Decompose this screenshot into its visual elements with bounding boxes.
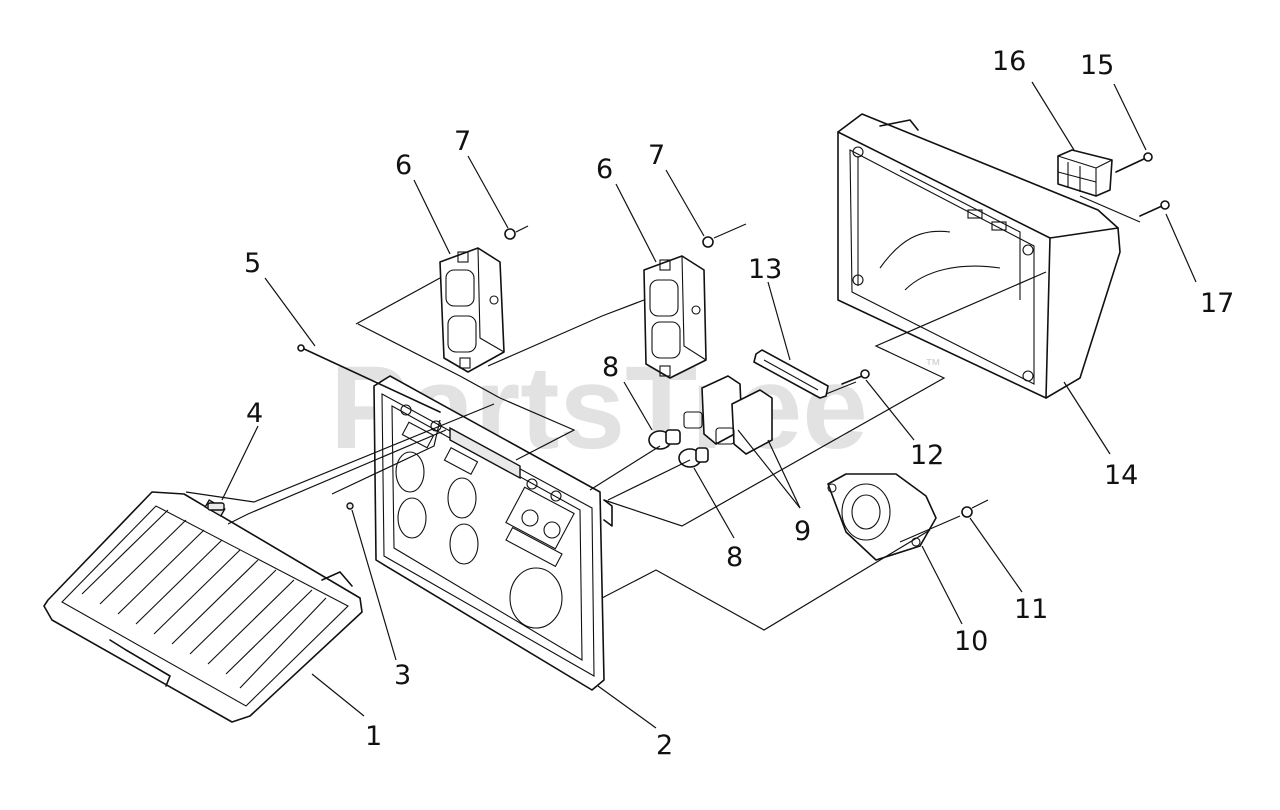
callout-15[interactable]: 15 bbox=[1080, 50, 1114, 81]
part-6-receptacle-left[interactable] bbox=[439, 247, 505, 373]
callout-9[interactable]: 9 bbox=[794, 516, 811, 547]
part-17-screw[interactable] bbox=[1139, 200, 1170, 217]
part-7-nut-right[interactable] bbox=[702, 223, 747, 248]
part-9-breaker-b[interactable] bbox=[715, 389, 773, 455]
callout-3[interactable]: 3 bbox=[394, 660, 411, 691]
callout-11[interactable]: 11 bbox=[1014, 594, 1048, 625]
part-10-twistlock-receptacle[interactable] bbox=[827, 473, 937, 561]
callout-12[interactable]: 12 bbox=[910, 440, 944, 471]
callout-17[interactable]: 17 bbox=[1200, 288, 1234, 319]
callout-2[interactable]: 2 bbox=[656, 730, 673, 761]
callout-1[interactable]: 1 bbox=[365, 721, 382, 752]
part-3-pin[interactable] bbox=[346, 502, 354, 510]
callout-10[interactable]: 10 bbox=[954, 626, 988, 657]
part-8-lamp-upper[interactable] bbox=[648, 429, 681, 450]
callout-13[interactable]: 13 bbox=[748, 254, 782, 285]
watermark-trademark: ™ bbox=[925, 357, 941, 374]
callout-6-right[interactable]: 6 bbox=[596, 154, 613, 185]
part-15-screw[interactable] bbox=[1115, 152, 1153, 173]
part-6-receptacle-right[interactable] bbox=[643, 255, 707, 379]
part-16-terminal-block[interactable] bbox=[1057, 149, 1113, 197]
assembly-lines bbox=[185, 195, 1141, 631]
callout-8-upper[interactable]: 8 bbox=[602, 352, 619, 383]
part-12-screw[interactable] bbox=[841, 369, 870, 385]
part-2-faceplate[interactable] bbox=[373, 375, 613, 691]
leader-lines bbox=[221, 81, 1197, 729]
callout-16[interactable]: 16 bbox=[992, 46, 1026, 77]
part-4-latch[interactable] bbox=[207, 502, 225, 511]
callout-labels: 1 2 3 4 5 6 6 7 7 8 8 9 10 11 12 13 14 1… bbox=[244, 46, 1234, 761]
part-5-hinge-pin[interactable] bbox=[297, 344, 441, 413]
part-13-bus-bar[interactable] bbox=[753, 349, 829, 399]
part-11-nut[interactable] bbox=[961, 499, 989, 518]
callout-7-right[interactable]: 7 bbox=[648, 140, 665, 171]
part-1-cover[interactable] bbox=[43, 491, 363, 723]
callout-8-lower[interactable]: 8 bbox=[726, 542, 743, 573]
callout-4[interactable]: 4 bbox=[246, 398, 263, 429]
part-7-nut-left[interactable] bbox=[504, 225, 529, 240]
callout-6-left[interactable]: 6 bbox=[395, 150, 412, 181]
callout-14[interactable]: 14 bbox=[1104, 460, 1138, 491]
callout-5[interactable]: 5 bbox=[244, 248, 261, 279]
callout-7-left[interactable]: 7 bbox=[454, 126, 471, 157]
